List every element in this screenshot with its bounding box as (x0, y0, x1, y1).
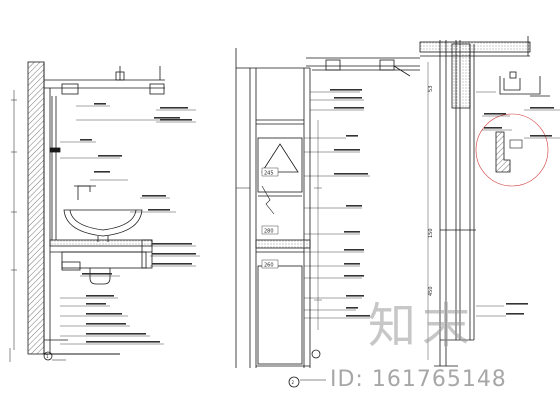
washbasin (63, 209, 143, 237)
dim-3: 260 (264, 263, 274, 269)
dim-right-1: 53 (428, 86, 434, 92)
cabinet-glazed-door (257, 137, 303, 193)
left-section-vanity: 1 (9, 61, 165, 362)
right-annotations (304, 91, 506, 319)
dim-2: 280 (264, 229, 274, 235)
countertop (49, 239, 153, 247)
right-dimensions: 245 280 260 53 150 450 (261, 62, 434, 360)
watermark-id: ID: 161765148 (330, 367, 507, 392)
right-section-cabinet: 2 (235, 36, 550, 388)
right-section-tag: 2 (292, 380, 295, 385)
dim-right-2: 150 (428, 228, 434, 238)
wall-hatch (27, 61, 45, 355)
left-annotations (60, 105, 200, 345)
right-annotation-text-marks (330, 89, 554, 317)
dim-right-3: 450 (428, 286, 434, 296)
left-annotation-text-marks (80, 103, 196, 343)
red-detail-callout (475, 109, 560, 187)
dim-1: 245 (264, 171, 274, 177)
watermark-brand: 知末 (368, 298, 477, 354)
left-section-tag: 1 (46, 354, 49, 359)
